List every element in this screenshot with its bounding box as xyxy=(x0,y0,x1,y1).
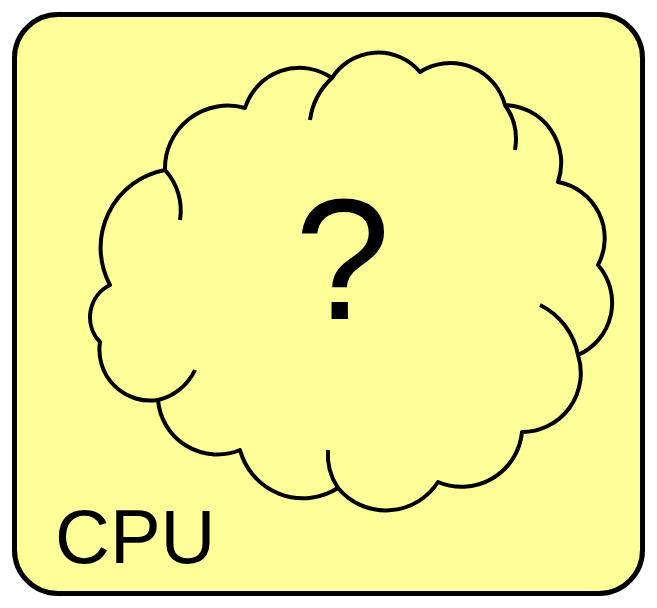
cloud-detail xyxy=(540,305,578,355)
cloud-detail xyxy=(310,78,332,120)
box-label: CPU xyxy=(55,499,215,575)
cloud-path xyxy=(90,53,612,511)
cloud-detail xyxy=(328,450,338,488)
cpu-box: CPU? xyxy=(12,12,645,596)
cloud-detail xyxy=(158,370,195,400)
cloud-label: ? xyxy=(295,173,391,345)
cloud-shape: ? xyxy=(70,50,615,505)
cloud-detail xyxy=(165,170,181,220)
cloud-detail xyxy=(505,105,516,150)
